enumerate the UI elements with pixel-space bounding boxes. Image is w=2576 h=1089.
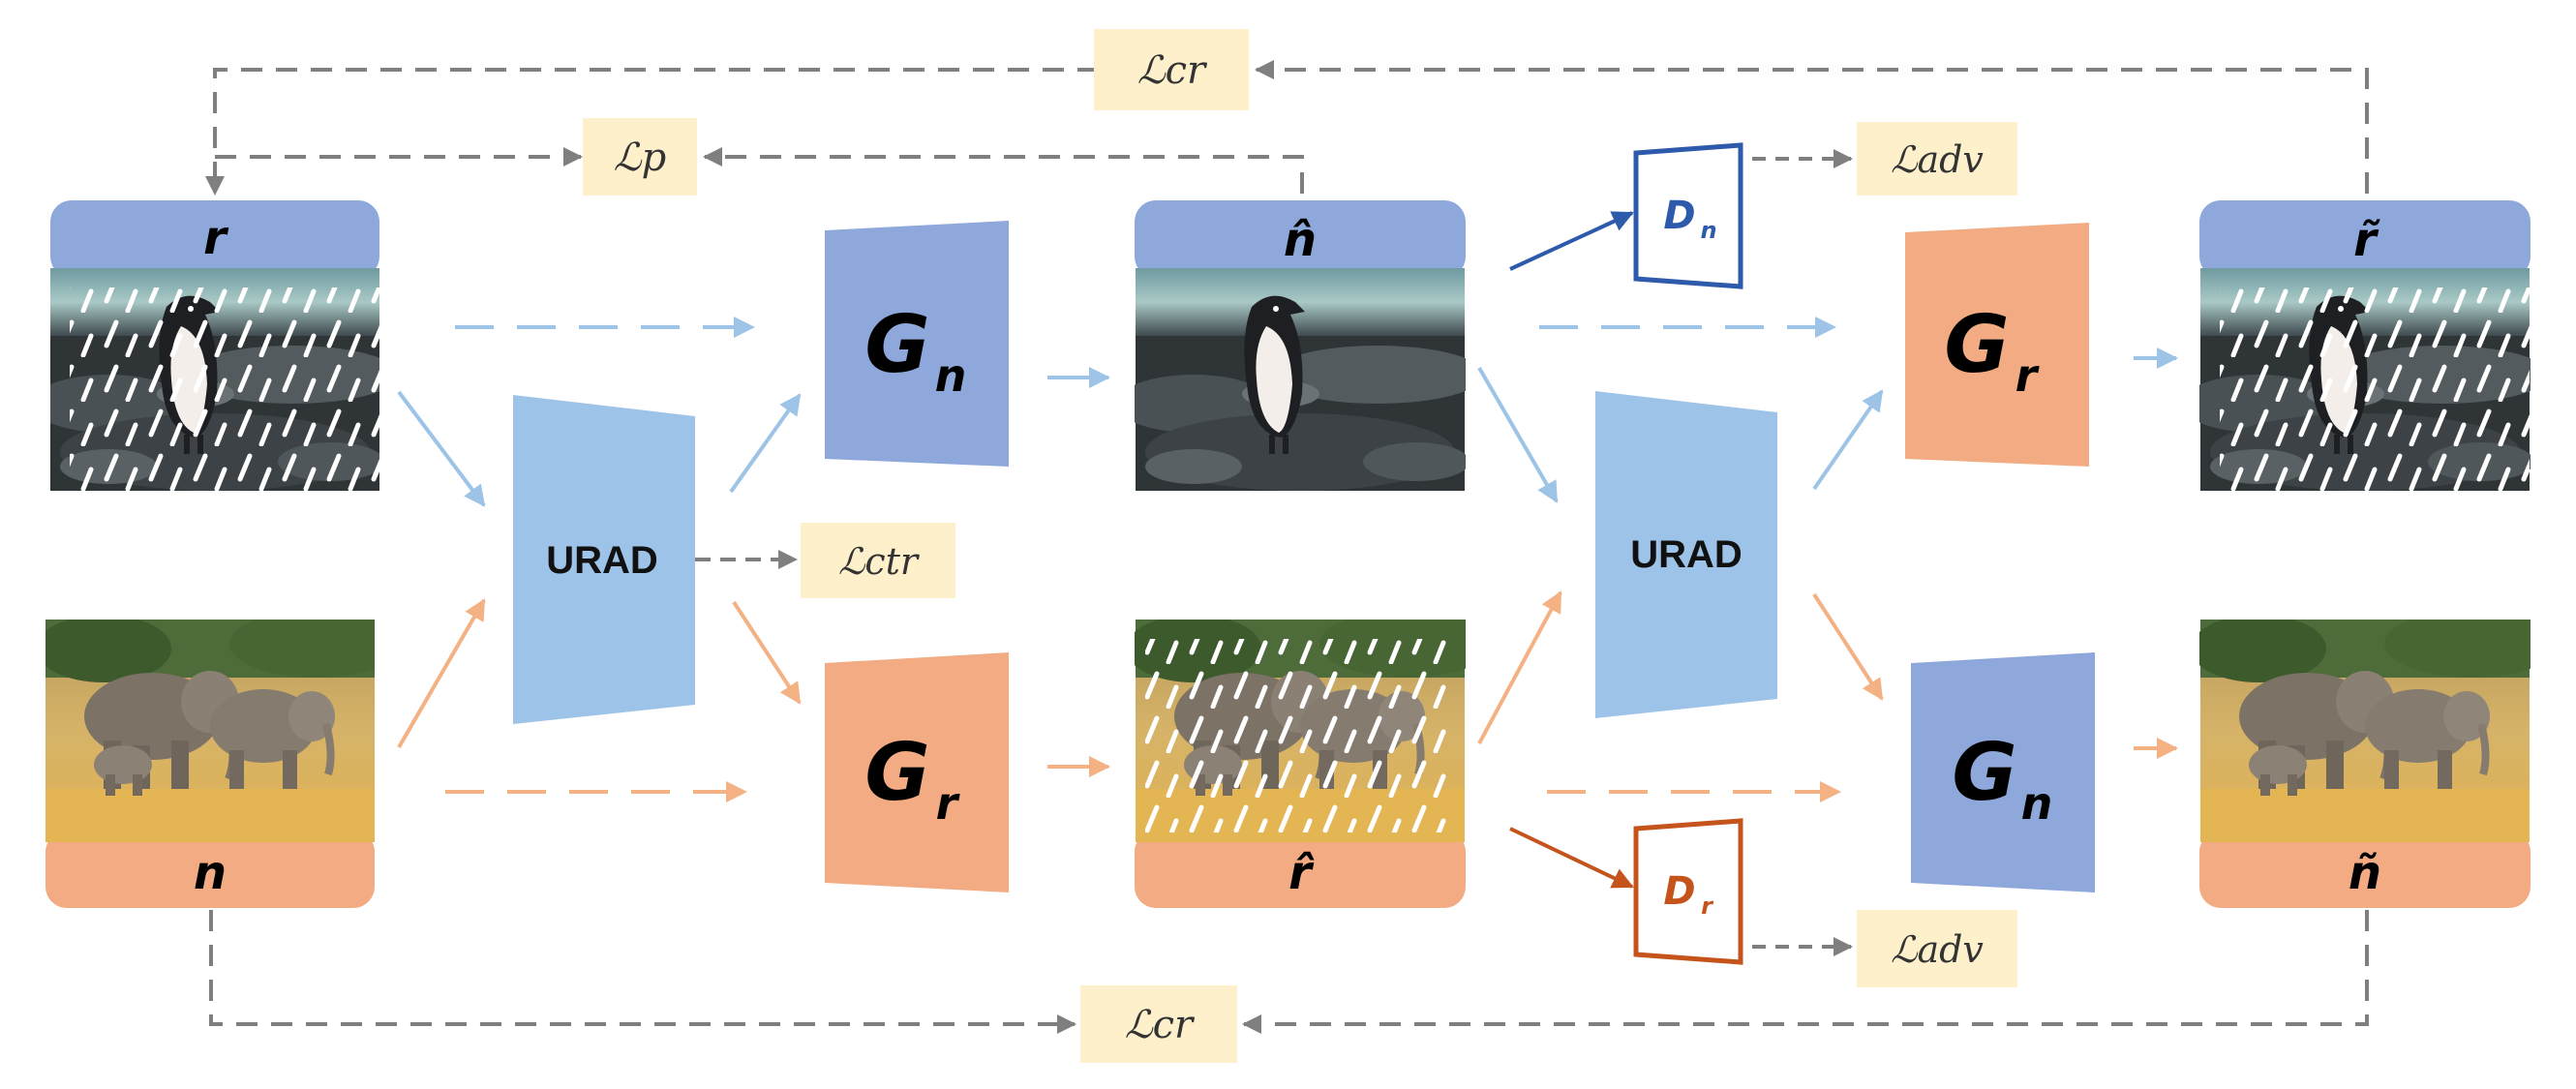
image-card-n-tilde: ñ [2191, 610, 2559, 908]
reconstructed-clean-elephant-image [2191, 610, 2559, 842]
rainy-penguin-image [50, 268, 379, 491]
svg-text:G: G [1944, 299, 2009, 391]
svg-text:ℒp: ℒp [614, 136, 666, 180]
generator-gr-right: G r [1905, 223, 2089, 467]
loss-box-perceptual: ℒp [583, 118, 697, 196]
image-card-n: n [36, 610, 404, 908]
svg-text:D: D [1663, 194, 1695, 238]
cycle-loss-top-loop [205, 60, 2369, 196]
generator-gn-right: G n [1911, 652, 2095, 892]
perceptual-loss-loop [215, 147, 1304, 194]
image-card-r-tilde: r̃ [2199, 200, 2531, 491]
arrow-rhat-to-dr [1509, 827, 1634, 889]
loss-box-contrastive: ℒctr [801, 523, 955, 598]
generator-gr-left: G r [825, 652, 1009, 892]
svg-text:G: G [864, 299, 929, 391]
derained-penguin-image [1135, 268, 1466, 491]
discriminator-dr: D r [1633, 818, 1743, 965]
svg-text:URAD: URAD [546, 539, 658, 582]
clean-elephant-image [36, 610, 404, 842]
svg-text:G: G [864, 727, 929, 819]
svg-text:D: D [1663, 869, 1695, 914]
svg-text:ℒadv: ℒadv [1891, 138, 1984, 181]
urad-block-left: URAD [513, 395, 695, 724]
label-r-tilde: r̃ [2353, 213, 2380, 267]
reconstructed-rainy-penguin-image [2199, 268, 2531, 491]
blue-flow-arrows [397, 317, 2178, 507]
cycle-loss-bottom-loop [209, 910, 2369, 1034]
loss-box-cycle-bottom: ℒcr [1080, 985, 1237, 1063]
loss-box-adv-n: ℒadv [1857, 122, 2017, 196]
arrow-nhat-to-dn [1509, 211, 1634, 271]
rained-elephant-image [1126, 610, 1494, 842]
loss-box-cycle-top: ℒcr [1094, 29, 1249, 110]
svg-text:ℒadv: ℒadv [1891, 928, 1984, 971]
generator-gn-left: G n [825, 221, 1009, 467]
discriminator-dn: D n [1633, 142, 1743, 289]
svg-text:r: r [936, 777, 961, 830]
loss-box-adv-r: ℒadv [1857, 910, 2017, 987]
image-card-n-hat: n̂ [1135, 200, 1466, 491]
label-r-hat: r̂ [1288, 846, 1315, 900]
image-card-r-hat: r̂ [1126, 610, 1494, 908]
svg-text:n: n [1700, 217, 1716, 244]
svg-text:n: n [935, 349, 967, 402]
svg-text:r: r [1701, 892, 1714, 920]
label-n-hat: n̂ [1284, 213, 1317, 267]
svg-text:ℒcr: ℒcr [1137, 48, 1208, 93]
svg-text:r: r [2015, 349, 2041, 402]
svg-text:G: G [1952, 727, 2016, 819]
label-r: r [203, 211, 229, 265]
label-n: n [194, 846, 227, 900]
svg-text:ℒctr: ℒctr [838, 540, 921, 583]
urad-block-right: URAD [1595, 391, 1777, 718]
svg-text:URAD: URAD [1630, 533, 1743, 576]
label-n-tilde: ñ [2349, 846, 2381, 900]
svg-text:n: n [2021, 777, 2053, 830]
svg-text:ℒcr: ℒcr [1125, 1003, 1196, 1047]
image-card-r: r [50, 200, 379, 491]
orange-flow-arrows [397, 590, 2178, 802]
